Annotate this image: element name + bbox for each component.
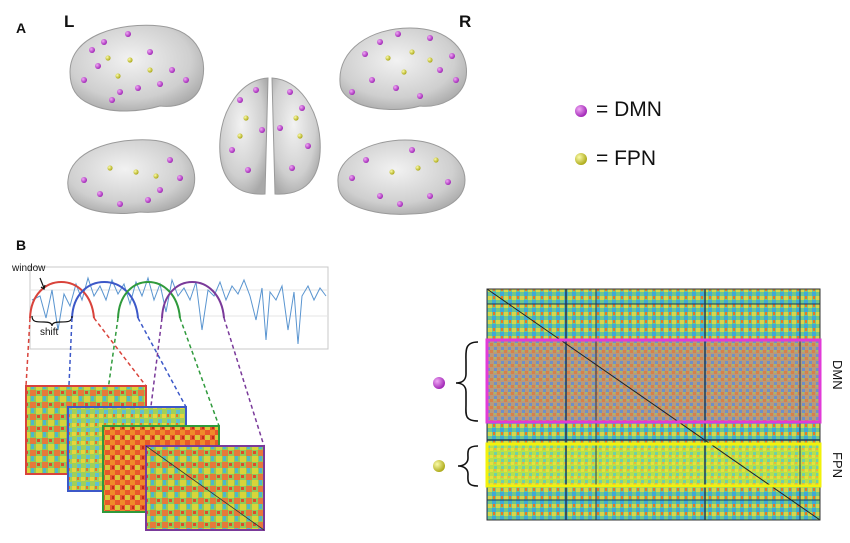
panel-b-letter: B xyxy=(16,237,27,253)
fpn-box xyxy=(485,442,822,488)
panel-a-letter: A xyxy=(16,20,27,36)
shift-label: shift xyxy=(40,327,59,338)
fpn-brace xyxy=(457,445,479,487)
window-label: window xyxy=(12,263,46,274)
shift-brace xyxy=(31,315,73,327)
legend-fpn-label: = FPN xyxy=(596,147,657,170)
matrix-dmn-label: DMN xyxy=(830,360,845,390)
dmn-nodes xyxy=(81,31,459,207)
hemisphere-left-label: L xyxy=(64,12,75,31)
window-4-arch xyxy=(161,281,225,319)
dmn-brace xyxy=(455,341,479,422)
window-2-arch xyxy=(71,281,139,319)
matrix-braces xyxy=(455,341,479,487)
dmn-block xyxy=(487,340,820,422)
brain-left-lateral xyxy=(69,24,205,112)
brain-left-medial xyxy=(67,139,196,214)
window-indicators xyxy=(31,277,73,327)
brain-right-lateral xyxy=(339,27,467,110)
hemisphere-right-label: R xyxy=(459,12,472,31)
fpn-block xyxy=(487,444,820,486)
window-matrices xyxy=(25,385,265,531)
matrix-fpn-label: FPN xyxy=(830,452,845,478)
matrix-diagonal xyxy=(486,288,821,521)
window-3-arch xyxy=(117,281,181,319)
legend-dmn-label: = DMN xyxy=(596,98,662,121)
brain-dorsal-view xyxy=(219,77,321,195)
legend-dmn-dot xyxy=(575,105,587,117)
dmn-marker-dot xyxy=(433,377,445,389)
fpn-nodes xyxy=(105,49,439,179)
window-1-arch xyxy=(29,281,95,319)
static-matrix xyxy=(485,288,822,521)
dmn-box xyxy=(485,338,822,424)
legend-fpn-dot xyxy=(575,153,587,165)
brain-right-medial xyxy=(337,139,466,215)
window-arches xyxy=(29,281,225,319)
window-arrow xyxy=(39,277,45,289)
fpn-marker-dot xyxy=(433,460,445,472)
window-connectors xyxy=(25,317,265,447)
